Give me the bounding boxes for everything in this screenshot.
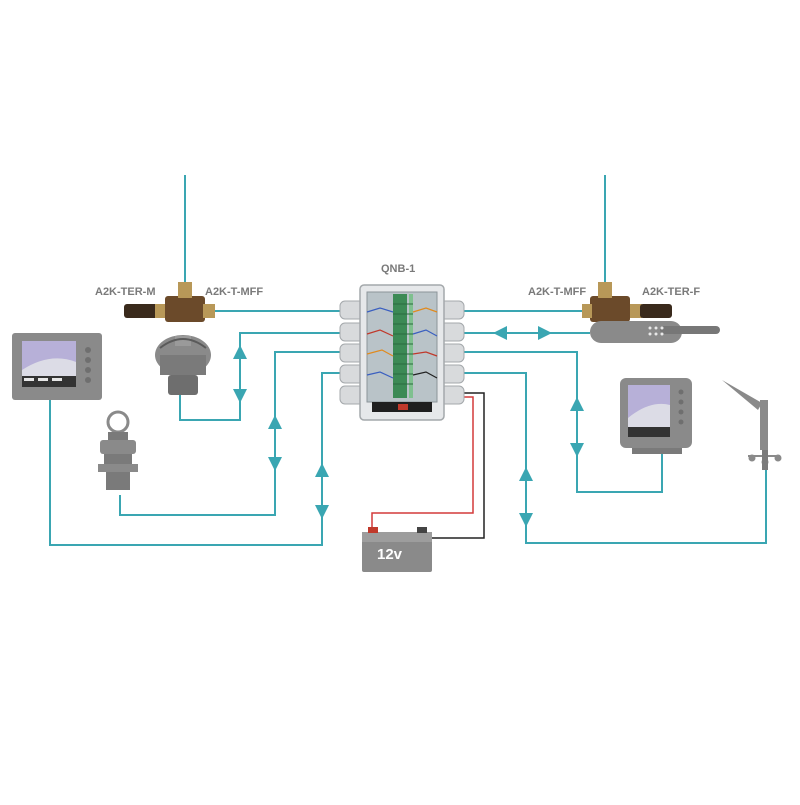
backbone-cables xyxy=(184,175,606,312)
junction-box-icon[interactable] xyxy=(339,284,465,421)
right-tee-connector-icon[interactable] xyxy=(582,282,630,322)
wind-vane-icon[interactable] xyxy=(722,380,782,470)
transducer-cable xyxy=(119,351,360,516)
instrument-display-icon[interactable] xyxy=(620,378,692,454)
right-terminator-label: A2K-TER-F xyxy=(642,286,701,298)
right-drop-arrows xyxy=(493,326,584,527)
left-display-cable xyxy=(49,372,360,546)
left-drop-arrows xyxy=(233,345,329,519)
right-terminator-icon[interactable] xyxy=(630,304,672,318)
left-tee-label: A2K-T-MFF xyxy=(205,286,264,298)
battery-label: 12v xyxy=(377,546,403,563)
autopilot-drive-icon[interactable] xyxy=(155,335,211,395)
negative-wire xyxy=(432,392,485,539)
autopilot-cable xyxy=(179,332,360,421)
wind-sensor-cable xyxy=(445,372,767,544)
right-tee-label: A2K-T-MFF xyxy=(528,286,587,298)
through-hull-transducer-icon[interactable] xyxy=(98,410,138,490)
chartplotter-display-icon[interactable] xyxy=(12,333,102,400)
hub-label: QNB-1 xyxy=(381,263,416,275)
left-terminator-icon[interactable] xyxy=(124,304,165,318)
gps-antenna-icon[interactable] xyxy=(590,321,720,343)
battery-icon[interactable] xyxy=(362,527,432,572)
left-drop-cables xyxy=(49,332,360,546)
right-drop-cables xyxy=(445,332,767,544)
right-display-cable xyxy=(445,351,663,493)
left-tee-connector-icon[interactable] xyxy=(165,282,215,322)
left-terminator-label: A2K-TER-M xyxy=(95,286,156,298)
